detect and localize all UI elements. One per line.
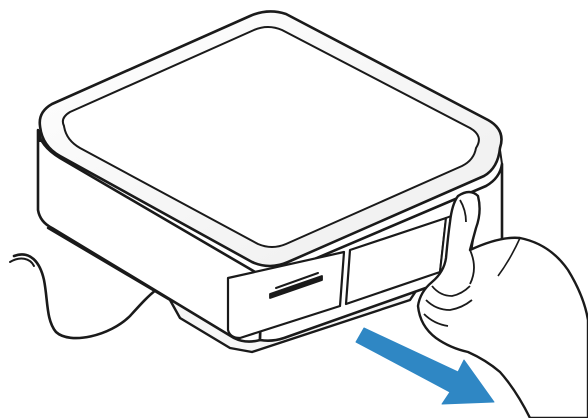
illustration-stage [0,0,588,418]
device-illustration [0,0,588,418]
